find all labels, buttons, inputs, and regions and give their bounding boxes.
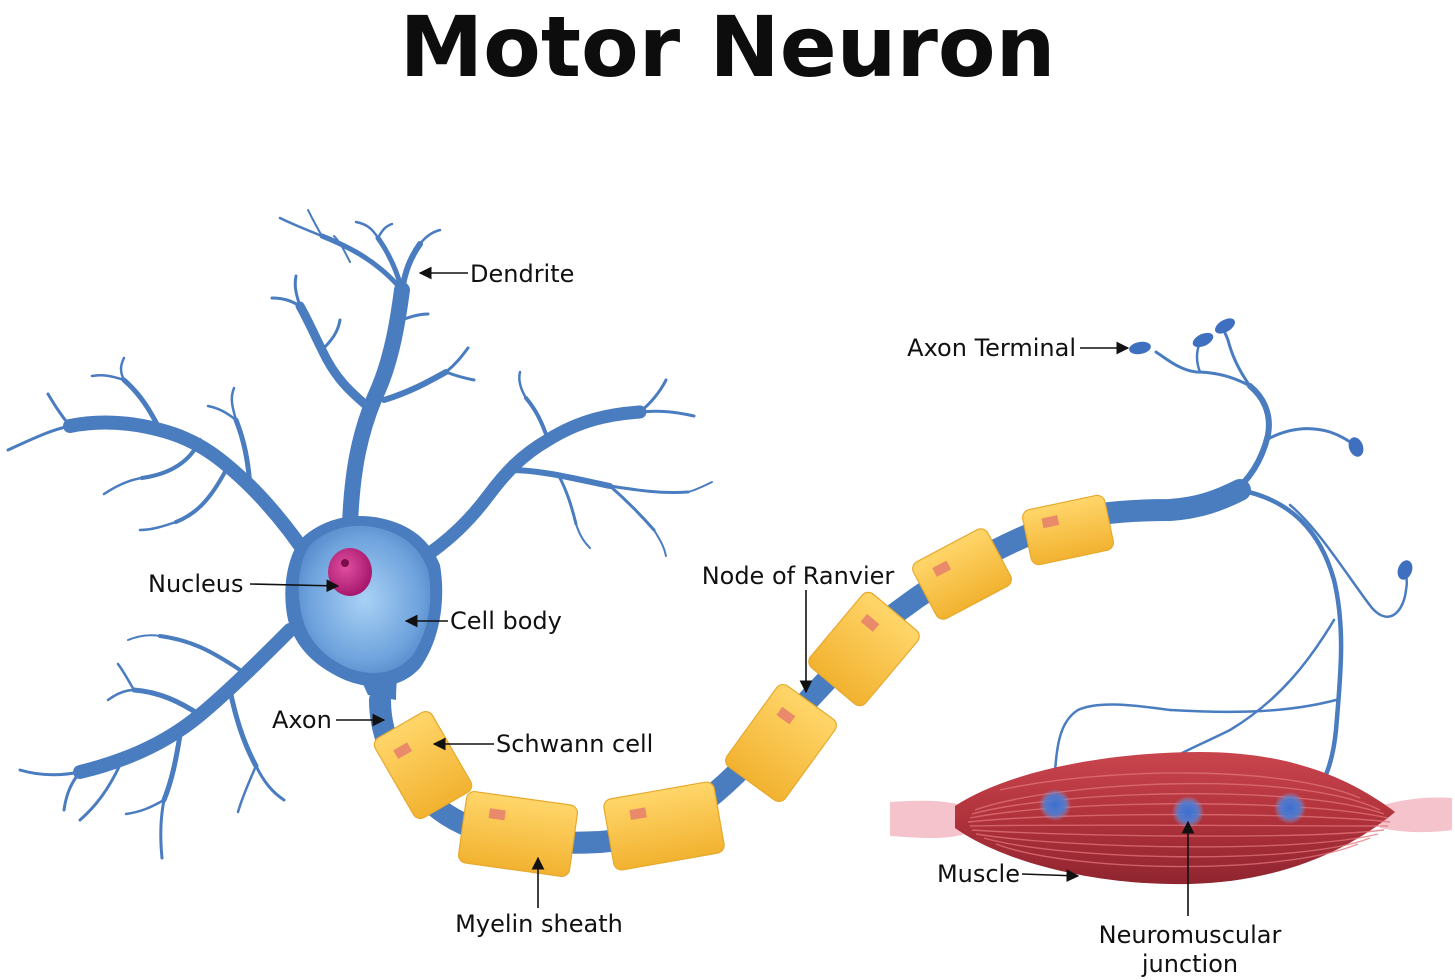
label-nucleus: Nucleus bbox=[148, 570, 244, 598]
label-node-of-ranvier: Node of Ranvier bbox=[702, 562, 895, 590]
myelin-segment bbox=[808, 591, 920, 707]
cell-body bbox=[285, 516, 443, 687]
terminal-bouton bbox=[1215, 318, 1235, 334]
label-cell-body: Cell body bbox=[450, 607, 562, 635]
myelin-segment bbox=[603, 781, 725, 871]
schwann-nucleus bbox=[1041, 515, 1060, 529]
nmj-endplates bbox=[1039, 789, 1306, 828]
nmj-endplate bbox=[1039, 789, 1071, 821]
myelin-segment bbox=[1021, 494, 1115, 566]
myelin-segments bbox=[373, 494, 1115, 878]
nmj-endplate bbox=[1172, 796, 1204, 828]
schwann-nucleus bbox=[932, 560, 952, 577]
schwann-nucleus bbox=[393, 742, 413, 759]
schwann-nucleus bbox=[488, 808, 506, 821]
terminal-boutons bbox=[1129, 318, 1413, 580]
axon-terminal-branches bbox=[1053, 326, 1409, 812]
label-nmj-line2: junction bbox=[1141, 950, 1238, 978]
leader-nucleus bbox=[249, 579, 340, 593]
nmj-endplate bbox=[1274, 792, 1306, 824]
label-myelin-sheath: Myelin sheath bbox=[455, 910, 623, 938]
schwann-nucleus bbox=[860, 613, 880, 632]
labels: Dendrite Nucleus Cell body Axon Schwann … bbox=[148, 260, 1281, 978]
label-axon: Axon bbox=[272, 706, 332, 734]
page-title: Motor Neuron bbox=[399, 0, 1056, 96]
leader-muscle bbox=[1021, 869, 1080, 882]
terminal-bouton bbox=[1348, 437, 1364, 457]
myelin-segment bbox=[725, 683, 837, 803]
dendrites bbox=[6, 209, 713, 860]
terminal-bouton bbox=[1397, 560, 1413, 580]
terminal-bouton bbox=[1192, 332, 1214, 348]
leader-lines bbox=[249, 266, 1195, 916]
label-schwann-cell: Schwann cell bbox=[496, 730, 653, 758]
nucleus bbox=[328, 548, 372, 596]
myelin-segment bbox=[912, 528, 1012, 620]
terminal-bouton bbox=[1129, 341, 1151, 355]
myelin-segment bbox=[373, 710, 473, 820]
schwann-nucleus bbox=[629, 807, 647, 821]
label-axon-terminal: Axon Terminal bbox=[907, 334, 1076, 362]
label-muscle: Muscle bbox=[937, 860, 1020, 888]
label-dendrite: Dendrite bbox=[470, 260, 574, 288]
myelin-segment bbox=[457, 790, 579, 878]
label-nmj-line1: Neuromuscular bbox=[1099, 921, 1282, 949]
schwann-nucleus bbox=[776, 706, 796, 725]
